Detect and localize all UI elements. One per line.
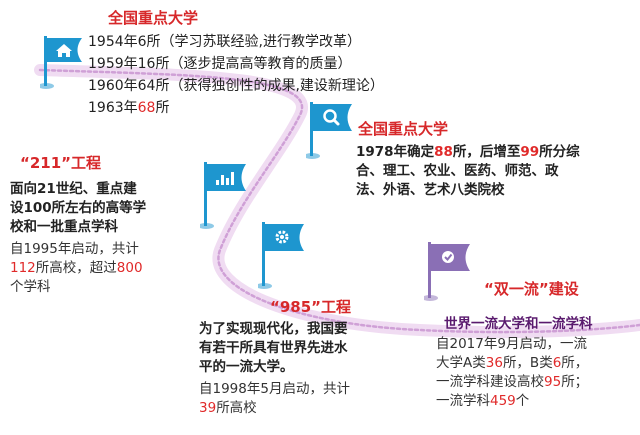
stage3-detail-line2: 112所高校，超过800 — [10, 260, 143, 276]
stage5-title: “双一流”建设 — [484, 280, 579, 298]
stage5-line1: 自2017年9月启动，一流 — [436, 336, 587, 352]
stage2-title: 全国重点大学 — [358, 120, 449, 138]
stage3-desc-line2: 设100所左右的高等学 — [10, 200, 147, 216]
flag-stage1 — [40, 36, 82, 89]
stage3-detail-line3: 个学科 — [10, 279, 51, 295]
home-icon — [56, 44, 72, 57]
stage4-detail-line2: 39所高校 — [199, 400, 257, 416]
stage5-line4: 一流学科459个 — [436, 393, 530, 409]
stage4-desc-line3: 平的一流大学。 — [199, 359, 294, 375]
stage3-detail: 自1995年启动，共计 112所高校，超过800 个学科 — [10, 240, 143, 297]
flag-stage2 — [306, 102, 352, 159]
stage5-subtitle: 世界一流大学和一流学科 — [444, 316, 593, 332]
stage2-line3: 法、外语、艺术八类院校 — [356, 182, 505, 198]
stage1-line3: 1960年64所（获得独创性的成果,建设新理论） — [88, 78, 384, 94]
stage3-title: “211”工程 — [20, 154, 102, 172]
stage3-desc-line3: 校和一批重点学科 — [10, 219, 118, 235]
flag-stage3 — [200, 162, 246, 229]
stage4-detail-line1: 自1998年5月启动，共计 — [199, 381, 350, 397]
stage2-desc: 1978年确定88所，后增至99所分综 合、理工、农业、医药、师范、政 法、外语… — [356, 143, 580, 200]
flag-stage4 — [258, 222, 304, 289]
stage4-desc-line1: 为了实现现代化，我国要 — [199, 321, 348, 337]
stage5-line2: 大学A类36所，B类6所， — [436, 355, 589, 371]
stage3-desc-line1: 面向21世纪、重点建 — [10, 181, 137, 197]
stage1-line4: 1963年68所 — [88, 100, 170, 116]
stage4-desc-line2: 有若干所具有世界先进水 — [199, 340, 348, 356]
stage1-count-68: 68 — [137, 100, 156, 116]
stage5-detail: 自2017年9月启动，一流 大学A类36所，B类6所， 一流学科建设高校95所；… — [436, 335, 588, 411]
stage2-line2: 合、理工、农业、医药、师范、政 — [356, 163, 559, 179]
bar-chart-icon — [216, 172, 234, 185]
stage3-detail-line1: 自1995年启动，共计 — [10, 241, 139, 257]
gear-icon — [275, 230, 289, 244]
stage1-list: 1954年6所（学习苏联经验,进行教学改革） 1959年16所（逐步提高高等教育… — [88, 31, 384, 119]
stage4-detail: 自1998年5月启动，共计 39所高校 — [199, 380, 350, 418]
stage3-desc: 面向21世纪、重点建 设100所左右的高等学 校和一批重点学科 — [10, 180, 146, 237]
search-icon — [323, 109, 340, 126]
stage1-line1: 1954年6所（学习苏联经验,进行教学改革） — [88, 34, 361, 50]
stage1-title: 全国重点大学 — [108, 9, 199, 27]
stage1-line2: 1959年16所（逐步提高高等教育的质量） — [88, 56, 352, 72]
stage5-line3: 一流学科建设高校95所； — [436, 374, 589, 390]
stage4-title: “985”工程 — [270, 298, 352, 316]
stage2-line1: 1978年确定88所，后增至99所分综 — [356, 144, 580, 160]
check-icon — [442, 251, 454, 263]
stage4-desc: 为了实现现代化，我国要 有若干所具有世界先进水 平的一流大学。 — [199, 320, 348, 377]
flag-stage5 — [424, 242, 470, 301]
